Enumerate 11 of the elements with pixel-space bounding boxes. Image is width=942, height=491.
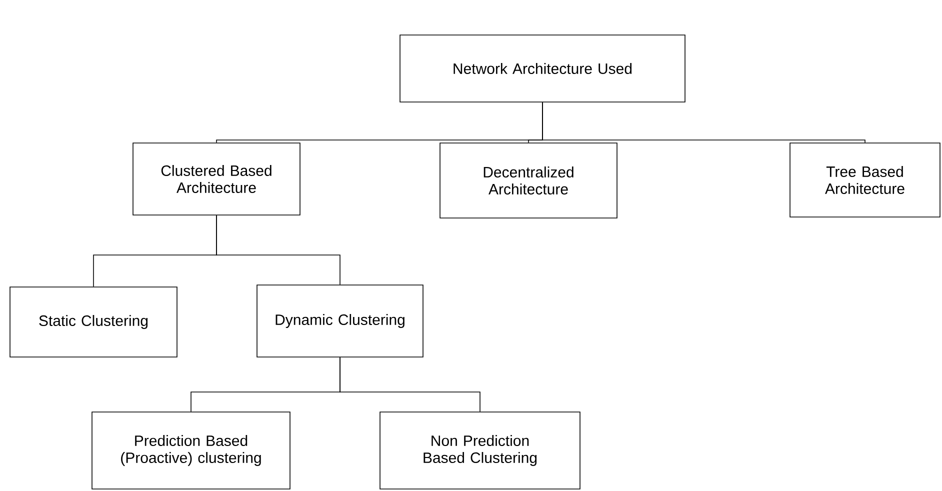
category-box: Tree Based Architecture — [790, 142, 940, 218]
category-box: Clustered Based Architecture — [132, 142, 300, 216]
connector-line — [340, 357, 480, 412]
category-box: Static Clustering — [10, 286, 178, 358]
category-box: Dynamic Clustering — [256, 284, 424, 358]
connector-line — [542, 102, 866, 143]
category-box: Prediction Based (Proactive) clustering — [92, 412, 290, 490]
category-box: Decentralized Architecture — [440, 142, 618, 218]
category-box: Non Prediction Based Clustering — [380, 412, 580, 490]
connector-line — [216, 215, 340, 285]
category-box: Network Architecture Used — [400, 34, 686, 102]
